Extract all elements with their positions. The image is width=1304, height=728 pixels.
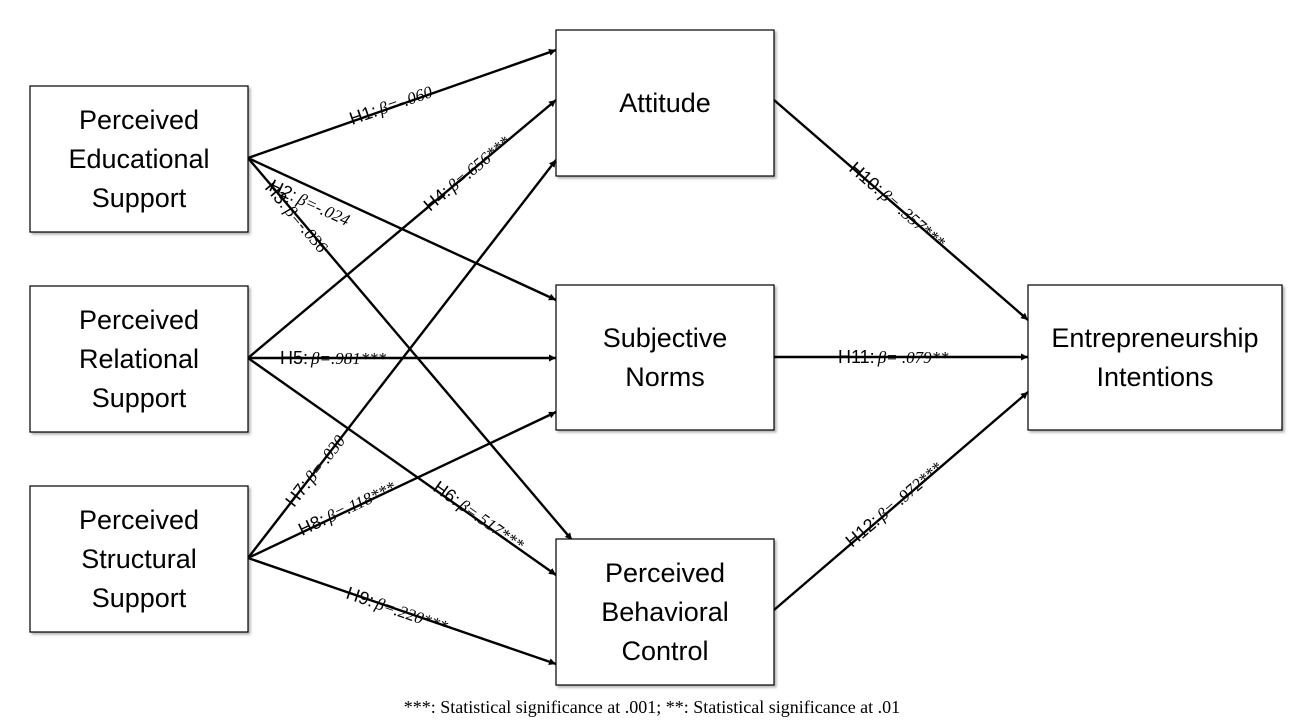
node-label-line: Relational [79, 344, 199, 374]
node-label-line: Behavioral [601, 597, 729, 627]
node-box [1027, 284, 1283, 431]
edge-h9-arrow [247, 556, 557, 666]
edge-h12-arrow [773, 391, 1029, 611]
edge-h1-arrow [247, 48, 557, 160]
node-label-line: Educational [68, 144, 209, 174]
edge-h11-label: H11:β= .079** [838, 347, 949, 367]
node-label-line: Perceived [79, 305, 199, 335]
beta-value: β= .030 [301, 431, 350, 486]
beta-value: β=.118*** [323, 477, 399, 526]
nodes-layer: PerceivedEducationalSupportPerceivedRela… [29, 29, 1283, 686]
node-box [555, 538, 775, 686]
edge-h7-label: H7:β= .030 [281, 431, 349, 511]
hypothesis-id: H9: [344, 583, 377, 611]
beta-value: β=.220*** [372, 594, 451, 637]
beta-value: β= .357*** [876, 185, 950, 252]
node-attitude: Attitude [555, 29, 775, 177]
node-label-line: Support [92, 383, 187, 413]
hypothesis-id: H11: [838, 347, 875, 367]
edge-h9-label: H9:β=.220*** [344, 583, 451, 637]
node-label-line: Attitude [619, 88, 711, 118]
edge-h5-label: H5:β=.981*** [280, 348, 387, 368]
node-label-line: Norms [625, 362, 705, 392]
edge-h8-arrow [247, 410, 557, 560]
node-label-line: Subjective [603, 323, 728, 353]
node-label-line: Support [92, 583, 187, 613]
node-label-line: Intentions [1096, 362, 1213, 392]
significance-footnote: ***: Statistical significance at .001; *… [403, 697, 901, 717]
node-box [555, 29, 775, 177]
hypothesis-id: H5: [280, 348, 308, 368]
hypothesis-id: H8: [295, 510, 329, 540]
edge-h6-arrow [247, 357, 557, 576]
node-box [29, 85, 249, 233]
edge-h10-arrow [773, 99, 1029, 321]
edge-h4-arrow [247, 99, 557, 359]
beta-value: β= .972*** [873, 458, 947, 525]
node-label-line: Perceived [79, 105, 199, 135]
node-box [29, 285, 249, 433]
beta-value: β=.517*** [454, 495, 528, 555]
node-label-line: Support [92, 183, 187, 213]
node-label-line: Structural [81, 544, 197, 574]
beta-value: β=-.060 [375, 82, 435, 119]
edge-h4-label: H4:β=.656*** [420, 131, 515, 215]
node-label-line: Perceived [605, 558, 725, 588]
node-label-line: Entrepreneurship [1051, 323, 1258, 353]
edge-h1-label: H1:β=-.060 [347, 81, 436, 129]
edge-h10-label: H10:β= .357*** [845, 158, 950, 252]
beta-value: β= .079** [877, 348, 949, 367]
hypothesis-id: H1: [347, 101, 380, 129]
beta-value: β=.656*** [443, 132, 514, 196]
edge-h12-label: H12:β= .972*** [842, 457, 947, 551]
node-box [555, 284, 775, 431]
edges-layer [247, 48, 1029, 666]
node-label-line: Control [621, 636, 708, 666]
node-label-line: Perceived [79, 505, 199, 535]
node-box [29, 485, 249, 633]
beta-value: β=.981*** [310, 349, 387, 368]
edge-h6-label: H6:β=.517*** [430, 477, 529, 555]
edge-h7-arrow [247, 159, 557, 559]
